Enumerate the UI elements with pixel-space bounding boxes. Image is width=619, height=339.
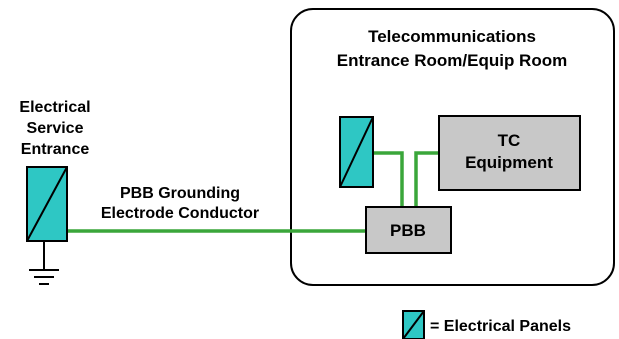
room-title-line2: Entrance Room/Equip Room — [337, 51, 567, 70]
conductor-label-line1: PBB Grounding — [120, 185, 240, 202]
room-title-line1: Telecommunications — [368, 27, 536, 46]
tc-label-line1: TC — [498, 131, 521, 150]
electrical-panel-icon — [402, 310, 425, 339]
tc-equipment-box: TC Equipment — [438, 115, 581, 191]
legend-text: = Electrical Panels — [430, 318, 571, 335]
telecom-room-enclosure — [290, 8, 615, 286]
service-label-line3: Entrance — [21, 141, 90, 158]
grounding-conductors — [67, 151, 439, 233]
tc-label-line2: Equipment — [465, 153, 553, 172]
tc-to-pbb-conductor — [414, 151, 439, 207]
conductor-label-line2: Electrode Conductor — [101, 205, 259, 222]
service-entrance-panel — [26, 166, 68, 242]
room-electrical-panel — [339, 116, 374, 188]
service-label-line1: Electrical — [19, 99, 90, 116]
pbb-box: PBB — [365, 206, 452, 254]
panel-to-pbb-conductor — [373, 151, 404, 207]
pbb-label: PBB — [390, 221, 426, 240]
ground-symbol-icon — [29, 241, 59, 285]
service-label-line2: Service — [27, 120, 84, 137]
legend: = Electrical Panels — [402, 310, 571, 339]
